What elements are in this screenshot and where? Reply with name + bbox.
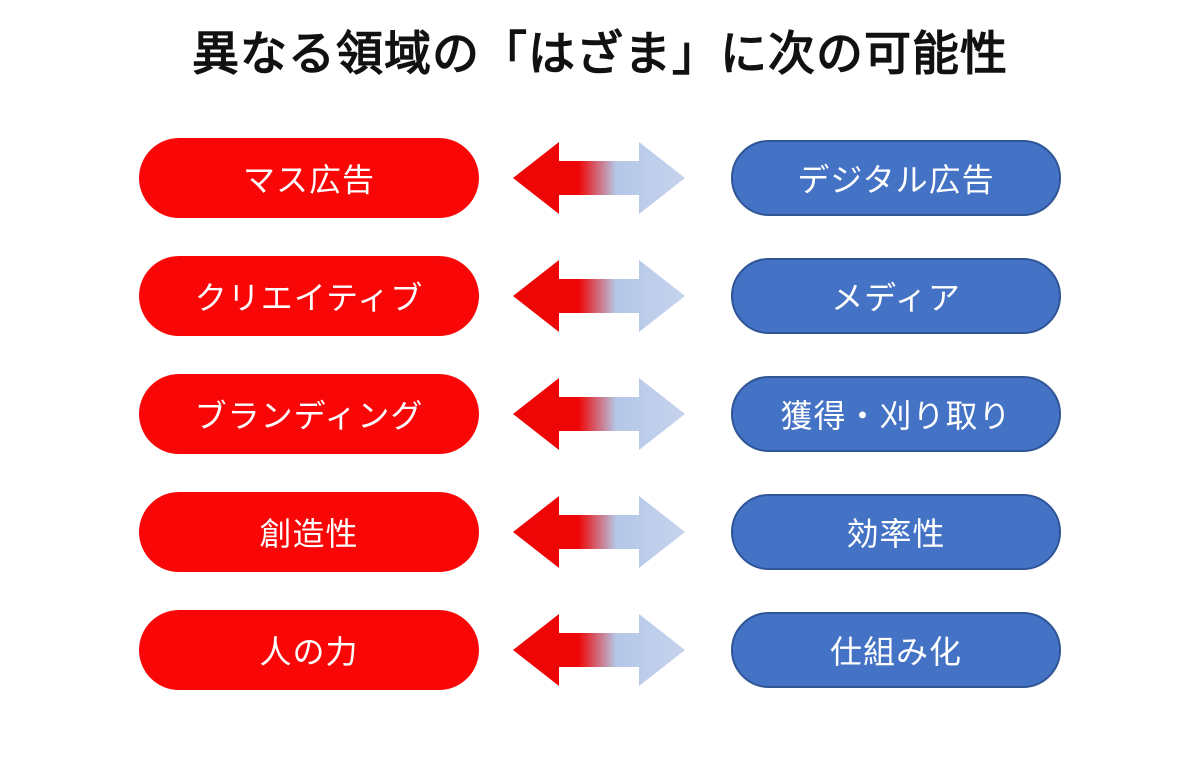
right-concept-label: 効率性 bbox=[846, 516, 946, 553]
right-concept-label: 獲得・刈り取り bbox=[780, 398, 1012, 435]
bidirectional-arrow-icon bbox=[513, 378, 685, 451]
left-concept-label: クリエイティブ bbox=[194, 280, 424, 317]
right-concept-label: メディア bbox=[831, 280, 961, 317]
right-concept-label: デジタル広告 bbox=[797, 162, 995, 199]
left-concept-pill: クリエイティブ bbox=[139, 256, 479, 337]
right-concept-label: 仕組み化 bbox=[829, 634, 962, 671]
concept-row: クリエイティブ メディア bbox=[139, 256, 1061, 337]
right-concept-pill: 仕組み化 bbox=[731, 612, 1061, 689]
concept-row: 創造性 効率性 bbox=[139, 492, 1061, 573]
left-concept-pill: 創造性 bbox=[139, 492, 479, 573]
concept-row: マス広告 デジタル広告 bbox=[139, 138, 1061, 219]
bidirectional-arrow-icon bbox=[513, 496, 685, 569]
left-concept-pill: マス広告 bbox=[139, 138, 479, 219]
bidirectional-arrow-icon bbox=[513, 614, 685, 687]
left-concept-label: ブランディング bbox=[194, 398, 424, 435]
right-concept-pill: デジタル広告 bbox=[731, 140, 1061, 217]
left-concept-pill: ブランディング bbox=[139, 374, 479, 455]
right-concept-pill: 効率性 bbox=[731, 494, 1061, 571]
left-concept-pill: 人の力 bbox=[139, 610, 479, 691]
left-concept-label: 人の力 bbox=[259, 634, 359, 671]
bidirectional-arrow-icon bbox=[513, 142, 685, 215]
bidirectional-arrow-icon bbox=[513, 260, 685, 333]
concept-row: 人の力 仕組み化 bbox=[139, 610, 1061, 691]
right-concept-pill: メディア bbox=[731, 258, 1061, 335]
right-concept-pill: 獲得・刈り取り bbox=[731, 376, 1061, 453]
left-concept-label: マス広告 bbox=[242, 162, 375, 199]
page-title: 異なる領域の「はざま」に次の可能性 bbox=[192, 27, 1008, 80]
concept-row: ブランディング 獲得・刈り取り bbox=[139, 374, 1061, 455]
rows-container: マス広告 デジタル広告 クリエイティブ メディア ブランディング bbox=[0, 138, 1200, 691]
left-concept-label: 創造性 bbox=[259, 516, 359, 553]
